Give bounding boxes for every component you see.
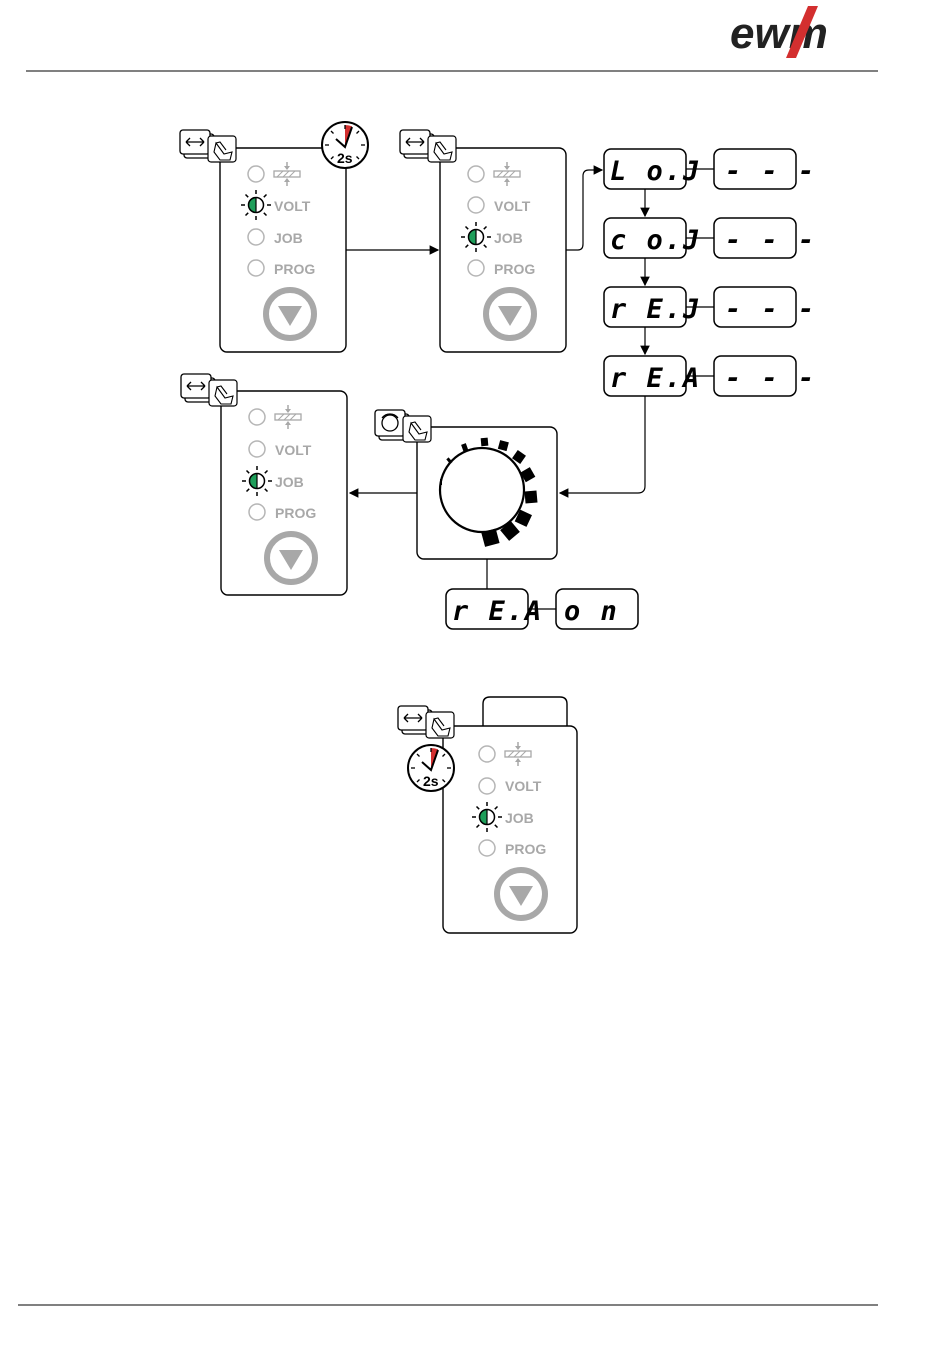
svg-text:2s: 2s bbox=[337, 150, 353, 166]
control-panel-job: VOLT JOB PROG bbox=[440, 148, 566, 352]
led-label-volt: VOLT bbox=[274, 198, 311, 214]
menu-display-list: L o.J - - - c o.J - - - r E.J - - - r E.… bbox=[604, 149, 816, 396]
led-label-volt: VOLT bbox=[494, 198, 531, 214]
led-label-job: JOB bbox=[274, 230, 303, 246]
led-label-volt: VOLT bbox=[275, 442, 312, 458]
display-left: L o.J bbox=[610, 156, 701, 187]
led-label-job: JOB bbox=[494, 230, 523, 246]
result-display-row: r E.A o n bbox=[446, 589, 638, 629]
arrow-down-circle-icon[interactable] bbox=[486, 290, 534, 338]
display-left: r E.A bbox=[452, 596, 543, 627]
display-right: - - - bbox=[725, 225, 816, 256]
double-arrow-icon[interactable] bbox=[181, 374, 237, 406]
double-arrow-icon[interactable] bbox=[398, 706, 454, 738]
rotary-knob-icon[interactable] bbox=[375, 410, 431, 442]
arrow-down-circle-icon[interactable] bbox=[266, 290, 314, 338]
stopwatch-icon: 2s bbox=[322, 122, 368, 168]
double-arrow-icon[interactable] bbox=[180, 130, 236, 162]
ewm-logo: ewm bbox=[730, 6, 828, 58]
arrow-down-circle-icon[interactable] bbox=[497, 870, 545, 918]
display-row: r E.J - - - bbox=[604, 287, 816, 327]
display-row: r E.A - - - bbox=[604, 356, 816, 396]
control-panel-job-result: VOLT JOB PROG bbox=[221, 391, 347, 595]
rotary-knob-panel bbox=[417, 427, 557, 559]
control-panel-volt: VOLT JOB PROG bbox=[220, 148, 346, 352]
control-panel-exit: VOLT JOB PROG bbox=[443, 697, 577, 933]
stopwatch-icon: 2s bbox=[408, 745, 454, 791]
flow-arrow bbox=[560, 396, 645, 493]
led-label-prog: PROG bbox=[494, 261, 535, 277]
display-row: c o.J - - - bbox=[604, 218, 816, 258]
led-label-prog: PROG bbox=[274, 261, 315, 277]
display-right: - - - bbox=[725, 363, 816, 394]
display-right: - - - bbox=[725, 156, 816, 187]
flow-arrow bbox=[566, 170, 602, 250]
arrow-down-circle-icon[interactable] bbox=[267, 534, 315, 582]
display-right: - - - bbox=[725, 294, 816, 325]
display-left: r E.A bbox=[610, 363, 701, 394]
display-left: r E.J bbox=[610, 294, 701, 325]
display-left: c o.J bbox=[610, 225, 701, 256]
led-label-prog: PROG bbox=[505, 841, 546, 857]
display-right: o n bbox=[564, 596, 619, 627]
rotary-knob-icon[interactable] bbox=[440, 448, 524, 532]
double-arrow-icon[interactable] bbox=[400, 130, 456, 162]
led-label-volt: VOLT bbox=[505, 778, 542, 794]
svg-text:2s: 2s bbox=[423, 773, 439, 789]
led-label-prog: PROG bbox=[275, 505, 316, 521]
led-label-job: JOB bbox=[505, 810, 534, 826]
led-label-job: JOB bbox=[275, 474, 304, 490]
display-row: L o.J - - - bbox=[604, 149, 816, 189]
